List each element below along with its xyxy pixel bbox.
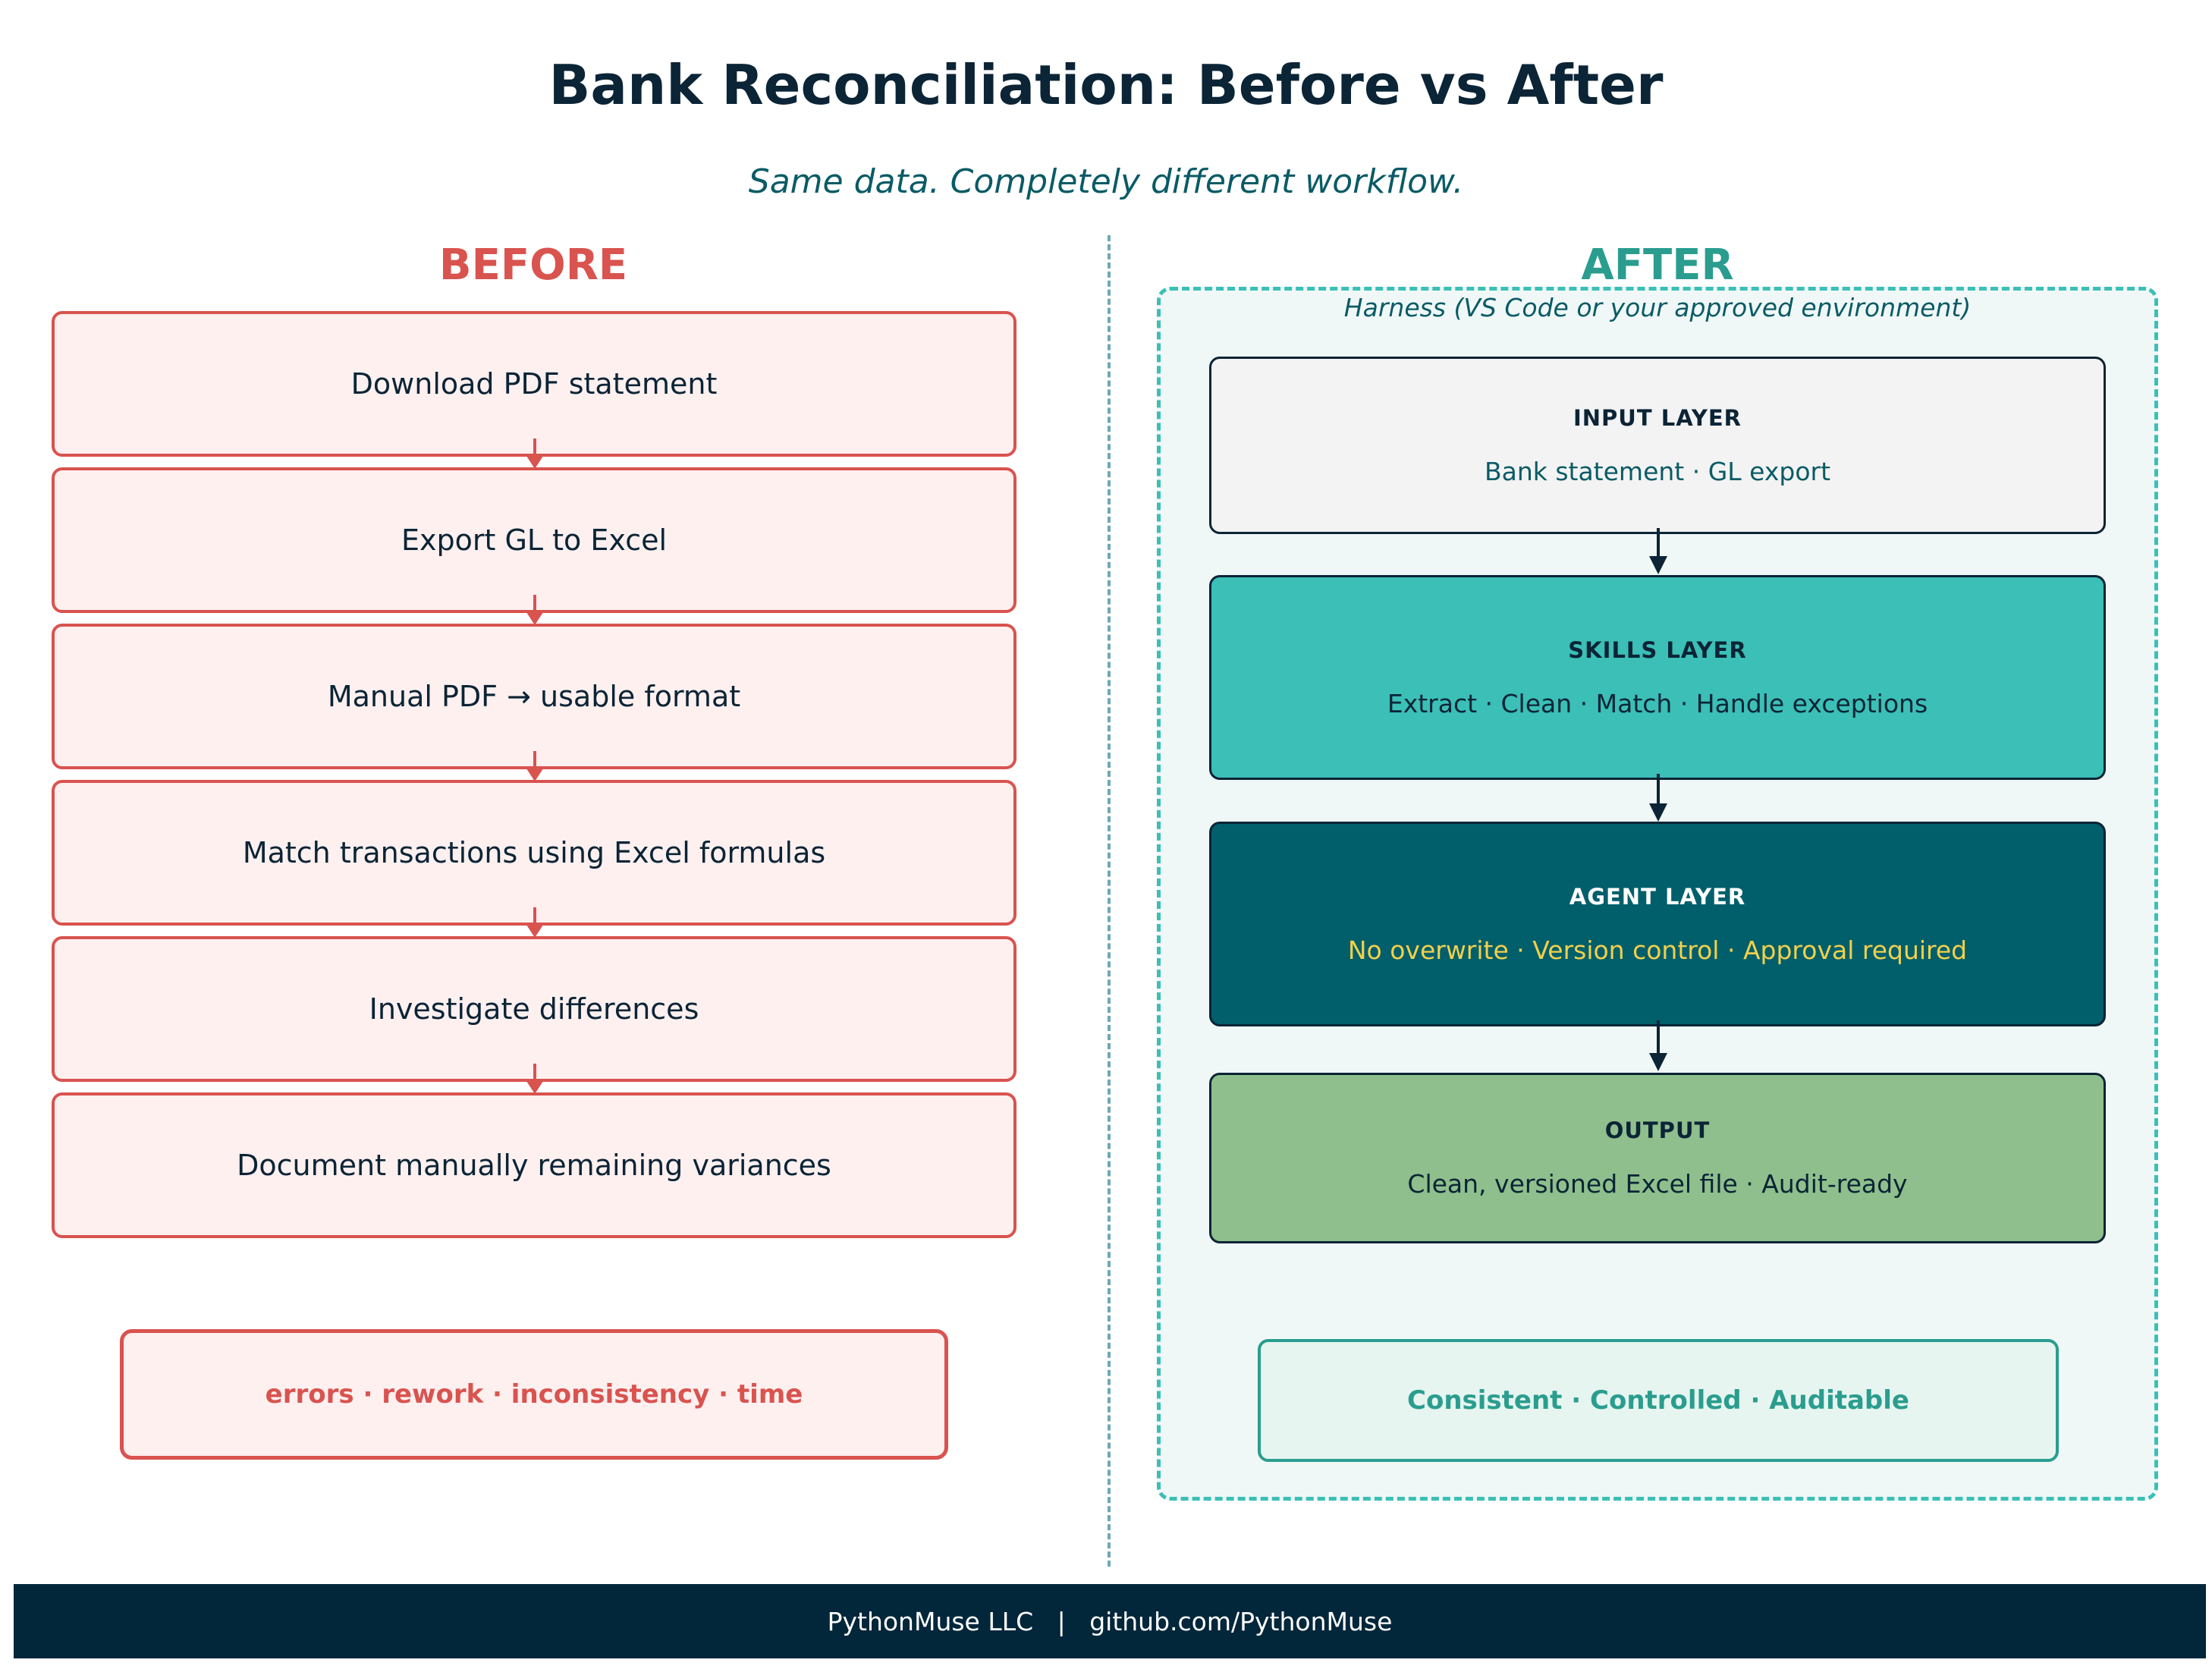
output-layer-title: OUTPUT — [1604, 1117, 1711, 1143]
connector-arrow-2 — [1649, 803, 1667, 822]
connector-line-3 — [1657, 1020, 1660, 1055]
connector-line-1 — [1657, 528, 1660, 558]
footer-bar: PythonMuse LLC | github.com/PythonMuse — [14, 1584, 2206, 1658]
before-pain-points: errors · rework · inconsistency · time — [120, 1329, 948, 1460]
agent-layer-title: AGENT LAYER — [1569, 883, 1746, 910]
before-step-4: Match transactions using Excel formulas — [52, 780, 1016, 926]
page-title: Bank Reconciliation: Before vs After — [548, 53, 1664, 117]
before-step-5: Investigate differences — [52, 936, 1016, 1082]
connector-arrow-3 — [1649, 1053, 1667, 1071]
after-benefits: Consistent · Controlled · Auditable — [1258, 1339, 2059, 1462]
before-heading: BEFORE — [438, 240, 628, 290]
before-arrow-4 — [525, 907, 545, 938]
connector-line-2 — [1657, 774, 1660, 806]
before-step-3: Manual PDF → usable format — [52, 624, 1016, 769]
agent-layer-box: AGENT LAYER No overwrite · Version contr… — [1209, 822, 2106, 1026]
agent-layer-desc: No overwrite · Version control · Approva… — [1347, 935, 1968, 965]
footer-text: PythonMuse LLC | github.com/PythonMuse — [827, 1606, 1393, 1636]
before-arrow-2 — [525, 595, 545, 625]
input-layer-box: INPUT LAYER Bank statement · GL export — [1209, 357, 2106, 534]
before-step-6: Document manually remaining variances — [52, 1092, 1016, 1238]
input-layer-title: INPUT LAYER — [1573, 404, 1742, 431]
skills-layer-box: SKILLS LAYER Extract · Clean · Match · H… — [1209, 575, 2106, 780]
harness-label: Harness (VS Code or your approved enviro… — [1343, 293, 1972, 322]
connector-arrow-1 — [1649, 556, 1667, 574]
before-step-2: Export GL to Excel — [52, 467, 1016, 613]
before-arrow-3 — [525, 751, 545, 781]
input-layer-desc: Bank statement · GL export — [1484, 456, 1831, 486]
before-arrow-1 — [525, 439, 545, 469]
page-subtitle: Same data. Completely different workflow… — [748, 162, 1464, 201]
before-arrow-5 — [525, 1064, 545, 1094]
skills-layer-desc: Extract · Clean · Match · Handle excepti… — [1387, 688, 1928, 718]
output-layer-desc: Clean, versioned Excel file · Audit-read… — [1407, 1169, 1908, 1199]
before-step-1: Download PDF statement — [52, 311, 1016, 457]
after-heading: AFTER — [1581, 240, 1734, 290]
output-layer-box: OUTPUT Clean, versioned Excel file · Aud… — [1209, 1073, 2106, 1243]
skills-layer-title: SKILLS LAYER — [1568, 637, 1747, 663]
column-divider — [1108, 235, 1111, 1567]
